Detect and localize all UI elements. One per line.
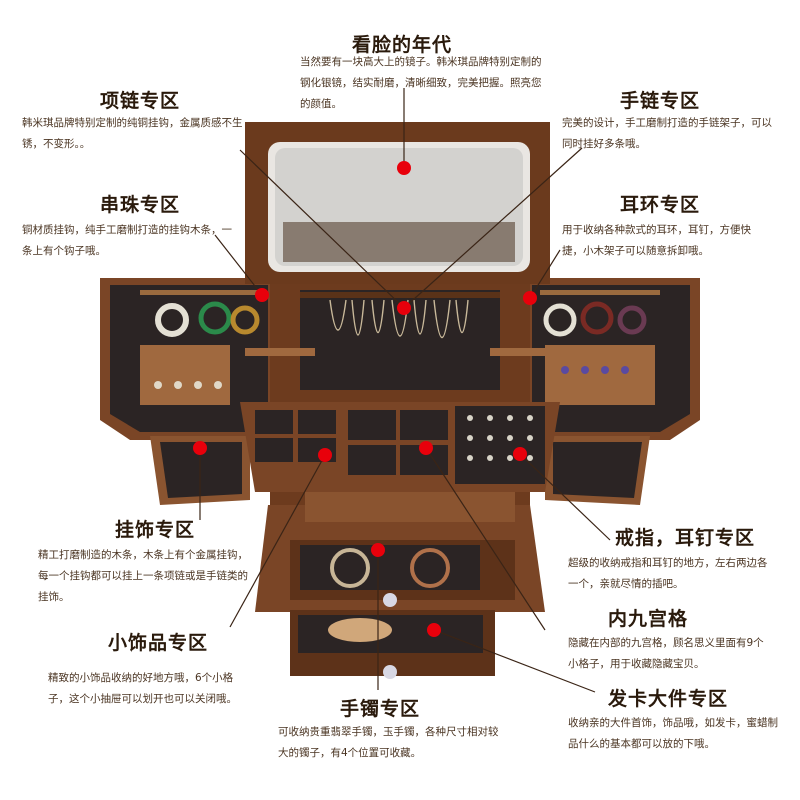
marker-hairpin xyxy=(427,623,441,637)
marker-necklace xyxy=(397,301,411,315)
small-title: 小饰品专区 xyxy=(108,632,209,654)
drawer-knob xyxy=(383,593,397,607)
callout-lines xyxy=(199,88,611,693)
necklace-title: 项链专区 xyxy=(100,90,181,112)
marker-beads xyxy=(255,288,269,302)
ring-desc: 超级的收纳戒指和耳钉的地方，左右两边各一个，亲就尽情的插吧。 xyxy=(568,557,768,590)
pendant-desc: 精工打磨制造的木条，木条上有个金属挂钩，每一个挂钩都可以挂上一条项链或是手链类的… xyxy=(38,549,248,603)
bracelet-chain-desc: 完美的设计，手工磨制打造的手链架子，可以同时挂好多条哦。 xyxy=(562,117,772,150)
nine-grid-desc: 隐藏在内部的九宫格，顾名思义里面有9个小格子，用于收藏隐藏宝贝。 xyxy=(568,637,764,670)
necklace-desc: 韩米琪品牌特别定制的纯铜挂钩，金属质感不生锈，不变形。。 xyxy=(22,117,243,150)
ring-title: 戒指，耳钉专区 xyxy=(615,527,756,549)
beads-title: 串珠专区 xyxy=(100,194,181,216)
marker-mirror xyxy=(397,161,411,175)
marker-bangle xyxy=(371,543,385,557)
small-desc: 精致的小饰品收纳的好地方哦，6个小格子，这个小抽屉可以划开也可以关闭哦。 xyxy=(48,672,237,705)
bracelet-rack xyxy=(540,290,660,337)
beads-desc: 铜材质挂钩，纯手工磨制打造的挂钩木条，一条上有个钩子哦。 xyxy=(22,224,232,257)
nine-grid-title: 内九宫格 xyxy=(608,608,689,630)
marker-small xyxy=(318,448,332,462)
marker-ring xyxy=(513,447,527,461)
marker-nine-grid xyxy=(419,441,433,455)
hairpin-desc: 收纳亲的大件首饰，饰品哦，如发卡，蜜蜡制品什么的基本都可以放的下哦。 xyxy=(568,717,778,750)
nine-grid xyxy=(255,410,448,475)
markers xyxy=(193,161,537,637)
earring-desc: 用于收纳各种款式的耳环，耳钉，方便快捷，小木架子可以随意拆卸哦。 xyxy=(562,224,751,257)
bangle-title: 手镯专区 xyxy=(340,698,421,720)
bangle-desc: 可收纳贵重翡翠手镯，玉手镯，各种尺寸相对较大的镯子，有4个位置可收藏。 xyxy=(278,726,499,759)
marker-pendant xyxy=(193,441,207,455)
marker-earring xyxy=(523,291,537,305)
mirror-desc: 当然要有一块高大上的镜子。韩米琪品牌特别定制的钢化银镜，结实耐磨，清晰细致，完美… xyxy=(300,56,542,110)
hairpin-title: 发卡大件专区 xyxy=(608,688,729,710)
pendant-title: 挂饰专区 xyxy=(115,519,196,541)
bracelet-chain-title: 手链专区 xyxy=(620,90,701,112)
mirror-title: 看脸的年代 xyxy=(352,34,453,56)
earring-title: 耳环专区 xyxy=(620,194,701,216)
beads-rack xyxy=(140,290,260,337)
